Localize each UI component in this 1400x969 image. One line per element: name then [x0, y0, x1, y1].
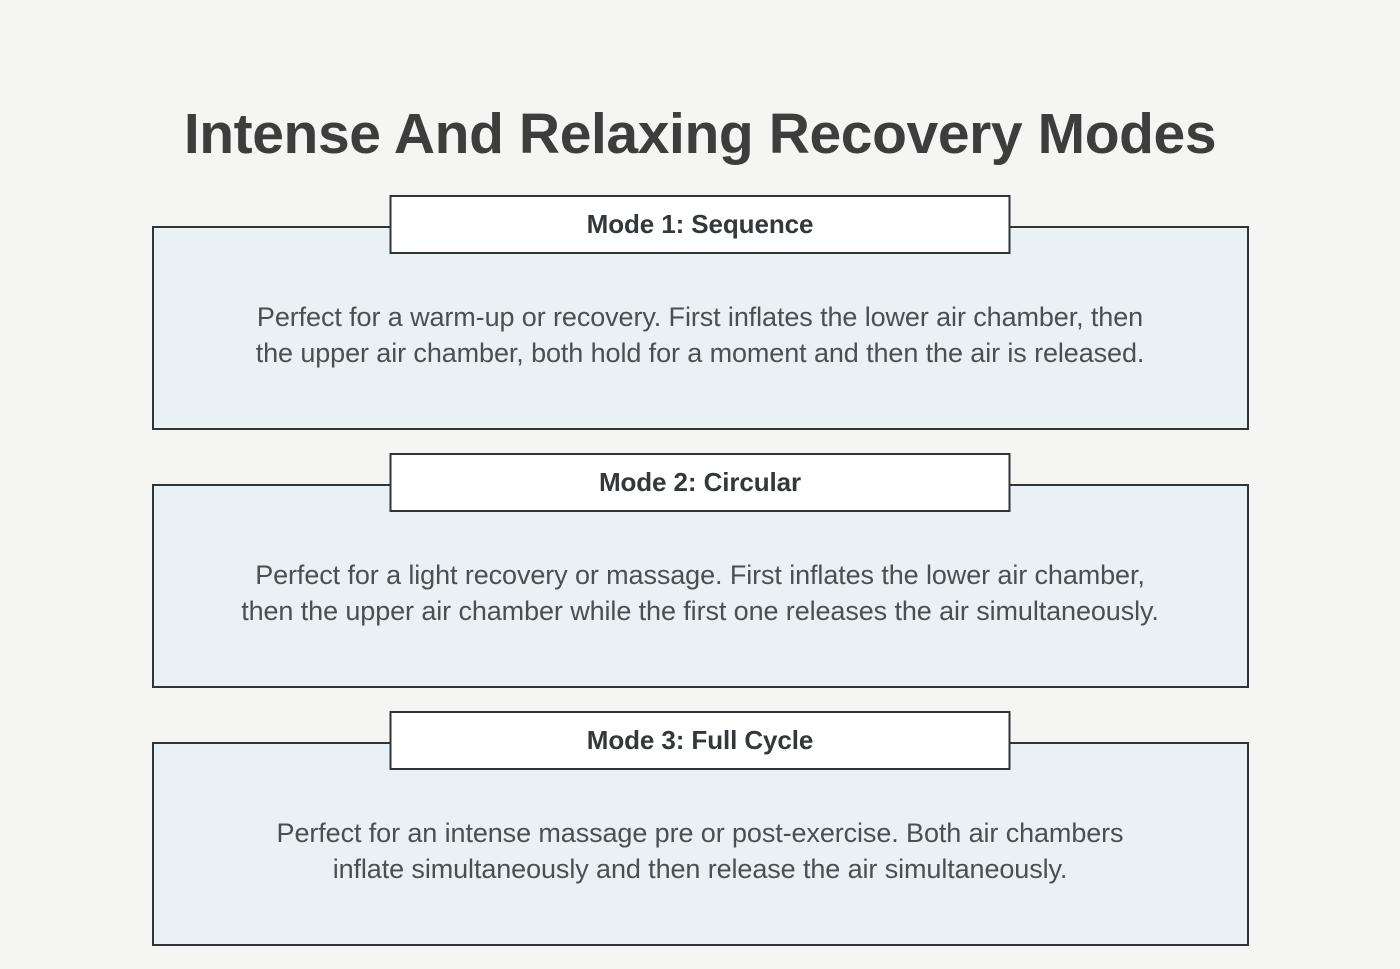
mode-card-list: Mode 1: Sequence Perfect for a warm-up o…: [0, 195, 1400, 969]
mode-card-description: Perfect for an intense massage pre or po…: [276, 818, 1124, 884]
page-root: Intense And Relaxing Recovery Modes Mode…: [151, 102, 1249, 946]
mode-card: Mode 3: Full Cycle Perfect for an intens…: [151, 711, 1249, 946]
mode-card-body: Perfect for an intense massage pre or po…: [151, 742, 1249, 946]
mode-card-body: Perfect for a light recovery or massage.…: [151, 484, 1249, 688]
mode-card-header-title: Mode 1: Sequence: [586, 209, 814, 240]
mode-card-header-title: Mode 2: Circular: [598, 467, 802, 498]
mode-card-header-title: Mode 3: Full Cycle: [586, 725, 814, 756]
mode-card-header: Mode 3: Full Cycle: [389, 711, 1011, 770]
mode-card: Mode 2: Circular Perfect for a light rec…: [151, 453, 1249, 688]
mode-card: Mode 1: Sequence Perfect for a warm-up o…: [151, 195, 1249, 430]
mode-card-description: Perfect for a warm-up or recovery. First…: [255, 302, 1145, 368]
mode-card-description: Perfect for a light recovery or massage.…: [241, 560, 1159, 626]
mode-card-header: Mode 1: Sequence: [389, 195, 1011, 254]
page-title: Intense And Relaxing Recovery Modes: [183, 102, 1217, 167]
mode-card-body: Perfect for a warm-up or recovery. First…: [151, 226, 1249, 430]
mode-card-header: Mode 2: Circular: [389, 453, 1011, 512]
